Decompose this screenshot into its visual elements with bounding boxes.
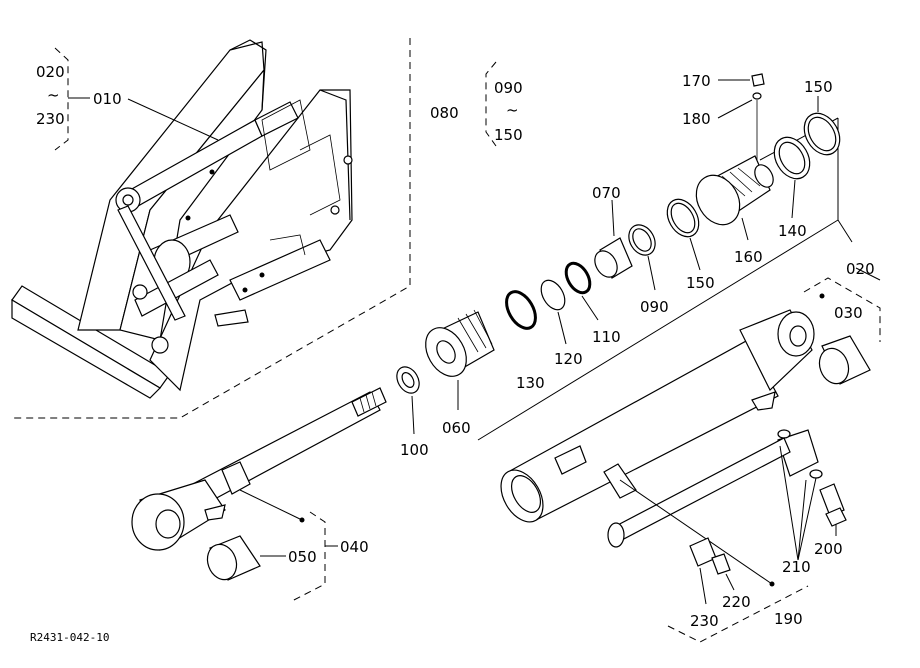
label-010: 010 bbox=[93, 90, 122, 108]
label-120: 120 bbox=[554, 350, 583, 368]
label-110: 110 bbox=[592, 328, 621, 346]
label-tilde-b: ~ bbox=[506, 101, 519, 119]
label-180: 180 bbox=[682, 110, 711, 128]
label-tilde-a: ~ bbox=[47, 86, 60, 104]
piston-rod-assembly: 040 050 bbox=[131, 387, 387, 603]
label-220: 220 bbox=[722, 593, 751, 611]
group-bracket-020-230: 020 ~ 230 010 bbox=[36, 47, 219, 151]
label-150-group: 150 bbox=[494, 126, 523, 144]
label-050: 050 bbox=[288, 548, 317, 566]
group-bracket-090-150: 080 090 ~ 150 bbox=[430, 61, 523, 147]
label-020: 020 bbox=[846, 260, 875, 278]
label-140: 140 bbox=[778, 222, 807, 240]
label-080: 080 bbox=[430, 104, 459, 122]
label-020-top: 020 bbox=[36, 63, 65, 81]
label-040: 040 bbox=[340, 538, 369, 556]
label-230-top: 230 bbox=[36, 110, 65, 128]
label-090-group: 090 bbox=[494, 79, 523, 97]
label-200: 200 bbox=[814, 540, 843, 558]
cylinder-head-exploded: 170 180 150 140 160 150 090 070 bbox=[396, 72, 853, 459]
label-070: 070 bbox=[592, 184, 621, 202]
label-150-a: 150 bbox=[804, 78, 833, 96]
label-160: 160 bbox=[734, 248, 763, 266]
cylinder-tube-assembly: 020 030 190 200 210 230 220 bbox=[500, 260, 881, 643]
label-100: 100 bbox=[400, 441, 429, 459]
label-190: 190 bbox=[774, 610, 803, 628]
label-130: 130 bbox=[516, 374, 545, 392]
label-060: 060 bbox=[442, 419, 471, 437]
label-030: 030 bbox=[834, 304, 863, 322]
loader-frame-assembly bbox=[10, 38, 411, 419]
label-210: 210 bbox=[782, 558, 811, 576]
label-150-b: 150 bbox=[686, 274, 715, 292]
label-090: 090 bbox=[640, 298, 669, 316]
label-170: 170 bbox=[682, 72, 711, 90]
label-230: 230 bbox=[690, 612, 719, 630]
diagram-code: R2431-042-10 bbox=[30, 631, 109, 644]
